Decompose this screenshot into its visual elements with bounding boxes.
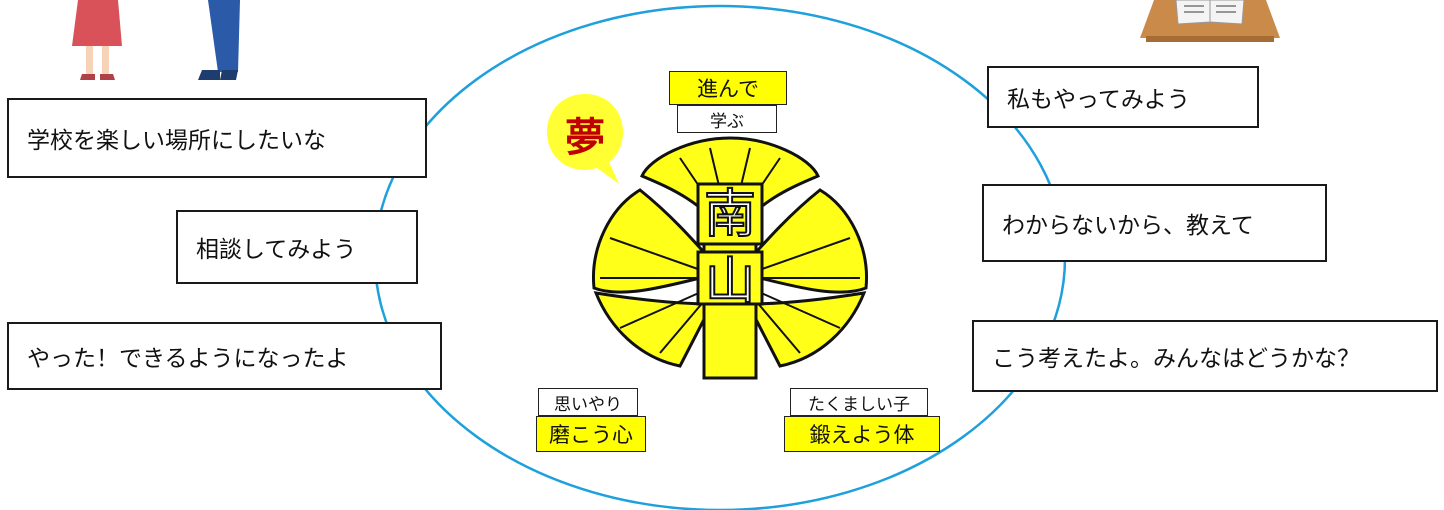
dream-text: 夢: [565, 115, 605, 161]
emblem-char-bottom: 山: [705, 252, 755, 310]
school-emblem: 南 山: [591, 136, 869, 380]
speech-text: やった！できるようになったよ: [27, 346, 349, 372]
label-manabu: 学ぶ: [677, 105, 777, 133]
speech-text: わからないから、教えて: [1002, 213, 1254, 239]
speech-text: 私もやってみよう: [1007, 87, 1190, 113]
speech-box-left-3: やった！できるようになったよ: [7, 322, 442, 390]
emblem-char-top: 南: [704, 185, 756, 245]
label-migakou-kokoro: 磨こう心: [536, 416, 646, 452]
speech-box-right-2: わからないから、教えて: [982, 184, 1327, 262]
dream-speech-bubble: 夢: [545, 88, 643, 186]
label-omoiyari: 思いやり: [538, 388, 638, 416]
speech-box-left-2: 相談してみよう: [176, 210, 418, 284]
speech-text: 相談してみよう: [196, 237, 357, 263]
parents-illustration: [72, 0, 240, 80]
label-susunde: 進んで: [669, 71, 787, 105]
label-kitaeyou-karada: 鍛えよう体: [784, 416, 940, 452]
speech-text: こう考えたよ。みんなはどうかな？: [992, 346, 1360, 372]
speech-box-left-1: 学校を楽しい場所にしたいな: [7, 98, 427, 178]
speech-text: 学校を楽しい場所にしたいな: [27, 128, 326, 154]
speech-box-right-3: こう考えたよ。みんなはどうかな？: [972, 320, 1438, 392]
label-takumashii-ko: たくましい子: [790, 388, 928, 416]
desk-book-illustration: [1140, 0, 1280, 42]
speech-box-right-1: 私もやってみよう: [987, 66, 1259, 128]
